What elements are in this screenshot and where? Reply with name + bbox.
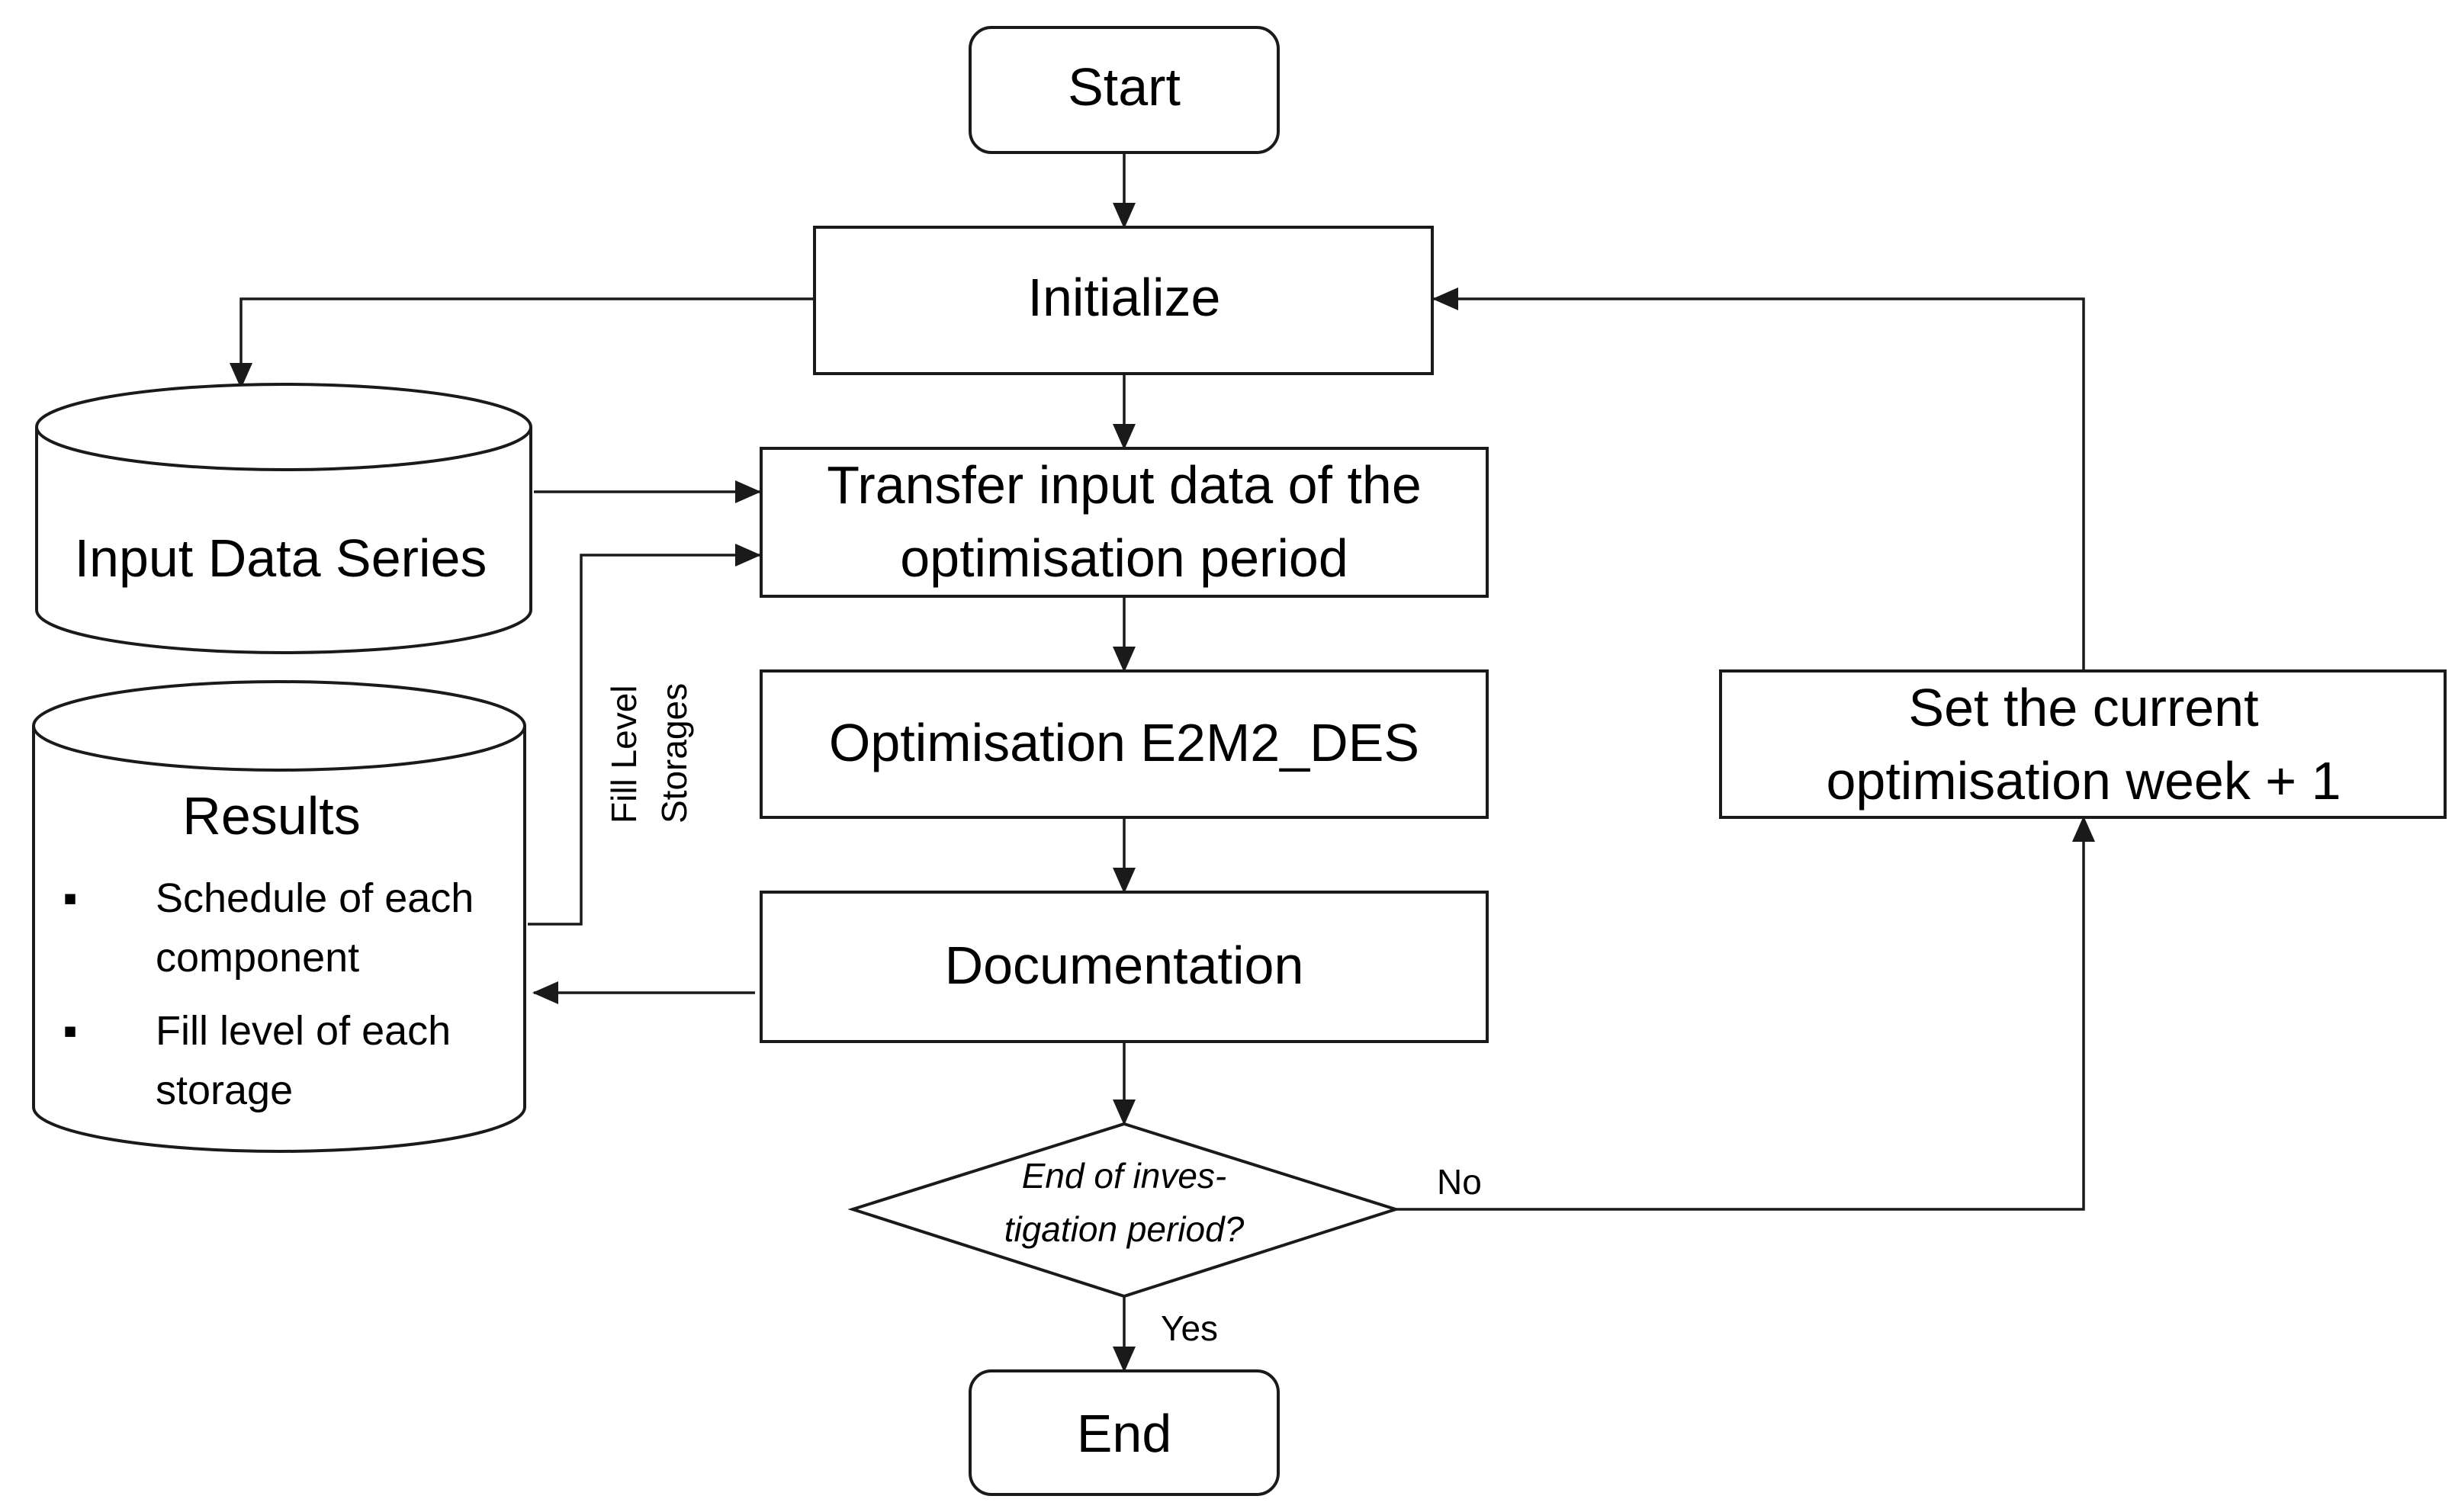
optimisation-label: Optimisation E2M2_DES bbox=[829, 713, 1419, 772]
set-week-node: Set the current optimisation week + 1 bbox=[1719, 669, 2447, 819]
start-node: Start bbox=[969, 26, 1280, 154]
fill-level-storages-label: Fill Level Storages bbox=[604, 683, 694, 823]
end-node: End bbox=[969, 1369, 1280, 1496]
results-title: Results bbox=[182, 786, 360, 846]
initialize-label: Initialize bbox=[1028, 268, 1221, 327]
decision-label-line2: tigation period? bbox=[1004, 1209, 1245, 1249]
fill-level-label-line1: Fill Level bbox=[604, 685, 644, 823]
edge-label-no: No bbox=[1437, 1162, 1482, 1202]
transfer-label-line1: Transfer input data of the bbox=[827, 455, 1422, 515]
results-database: Results ▪ Schedule of each component ▪ F… bbox=[32, 680, 526, 1153]
documentation-node: Documentation bbox=[760, 891, 1489, 1043]
edge-set-week-to-initialize bbox=[1432, 287, 2085, 671]
optimisation-node: Optimisation E2M2_DES bbox=[760, 669, 1489, 819]
end-label: End bbox=[1077, 1404, 1172, 1463]
edge-label-yes: Yes bbox=[1161, 1308, 1218, 1348]
results-bullet-2: ▪ bbox=[63, 1008, 77, 1054]
set-week-label-line1: Set the current bbox=[1908, 678, 2258, 737]
fill-level-label-line2: Storages bbox=[654, 683, 694, 823]
set-week-label-line2: optimisation week + 1 bbox=[1826, 751, 2341, 811]
decision-node: End of inves- tigation period? bbox=[847, 1122, 1401, 1299]
transfer-label-line2: optimisation period bbox=[900, 528, 1348, 588]
decision-label-line1: End of inves- bbox=[1022, 1156, 1226, 1196]
results-item2-line2: storage bbox=[156, 1067, 293, 1113]
start-label: Start bbox=[1068, 57, 1181, 117]
edge-decision-no-to-set-week bbox=[1396, 816, 2095, 1211]
results-bullet-1: ▪ bbox=[63, 875, 77, 921]
initialize-node: Initialize bbox=[813, 226, 1434, 375]
transfer-node: Transfer input data of the optimisation … bbox=[760, 447, 1489, 598]
edge-initialize-to-input-data bbox=[230, 297, 815, 389]
edge-results-to-transfer bbox=[528, 544, 761, 926]
documentation-label: Documentation bbox=[945, 936, 1304, 995]
results-item1-line2: component bbox=[156, 935, 359, 981]
results-item2-line1: Fill level of each bbox=[156, 1008, 451, 1054]
input-data-label: Input Data Series bbox=[75, 528, 487, 588]
input-data-database: Input Data Series bbox=[35, 383, 532, 654]
results-item1-line1: Schedule of each bbox=[156, 875, 474, 921]
edges bbox=[230, 152, 2095, 1372]
